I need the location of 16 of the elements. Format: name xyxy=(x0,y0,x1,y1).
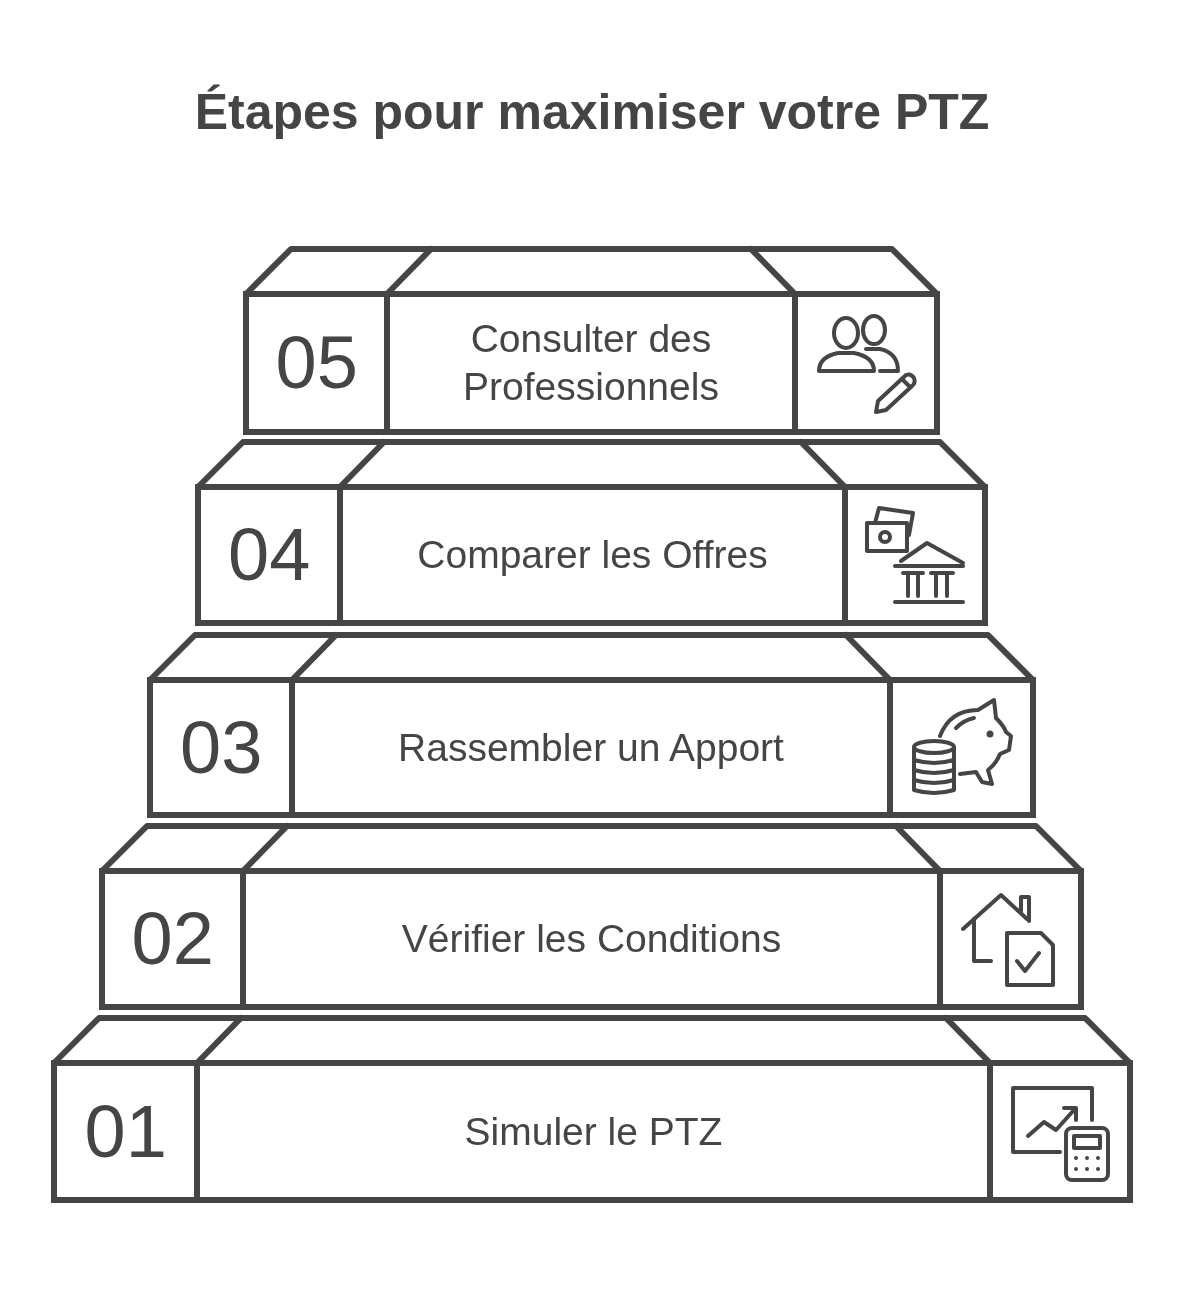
step-number: 02 xyxy=(131,899,214,979)
step-label: Vérifier les Conditions xyxy=(400,916,783,962)
step-number: 01 xyxy=(84,1091,167,1172)
title: Étapes pour maximiser votre PTZ xyxy=(193,83,991,142)
step-label: Comparer les Offres xyxy=(416,532,769,578)
step-number: 03 xyxy=(180,707,263,788)
step-box xyxy=(243,291,940,435)
step-box xyxy=(195,484,988,626)
step-box xyxy=(99,868,1084,1010)
step-label: Rassembler un Apport xyxy=(397,724,785,771)
step-label: Simuler le PTZ xyxy=(463,1108,724,1155)
step-number: 04 xyxy=(228,515,311,595)
step-box xyxy=(51,1060,1133,1203)
step-box xyxy=(147,677,1036,818)
step-number: 05 xyxy=(275,323,358,403)
step-label: Consulter des Professionnels xyxy=(462,316,720,410)
